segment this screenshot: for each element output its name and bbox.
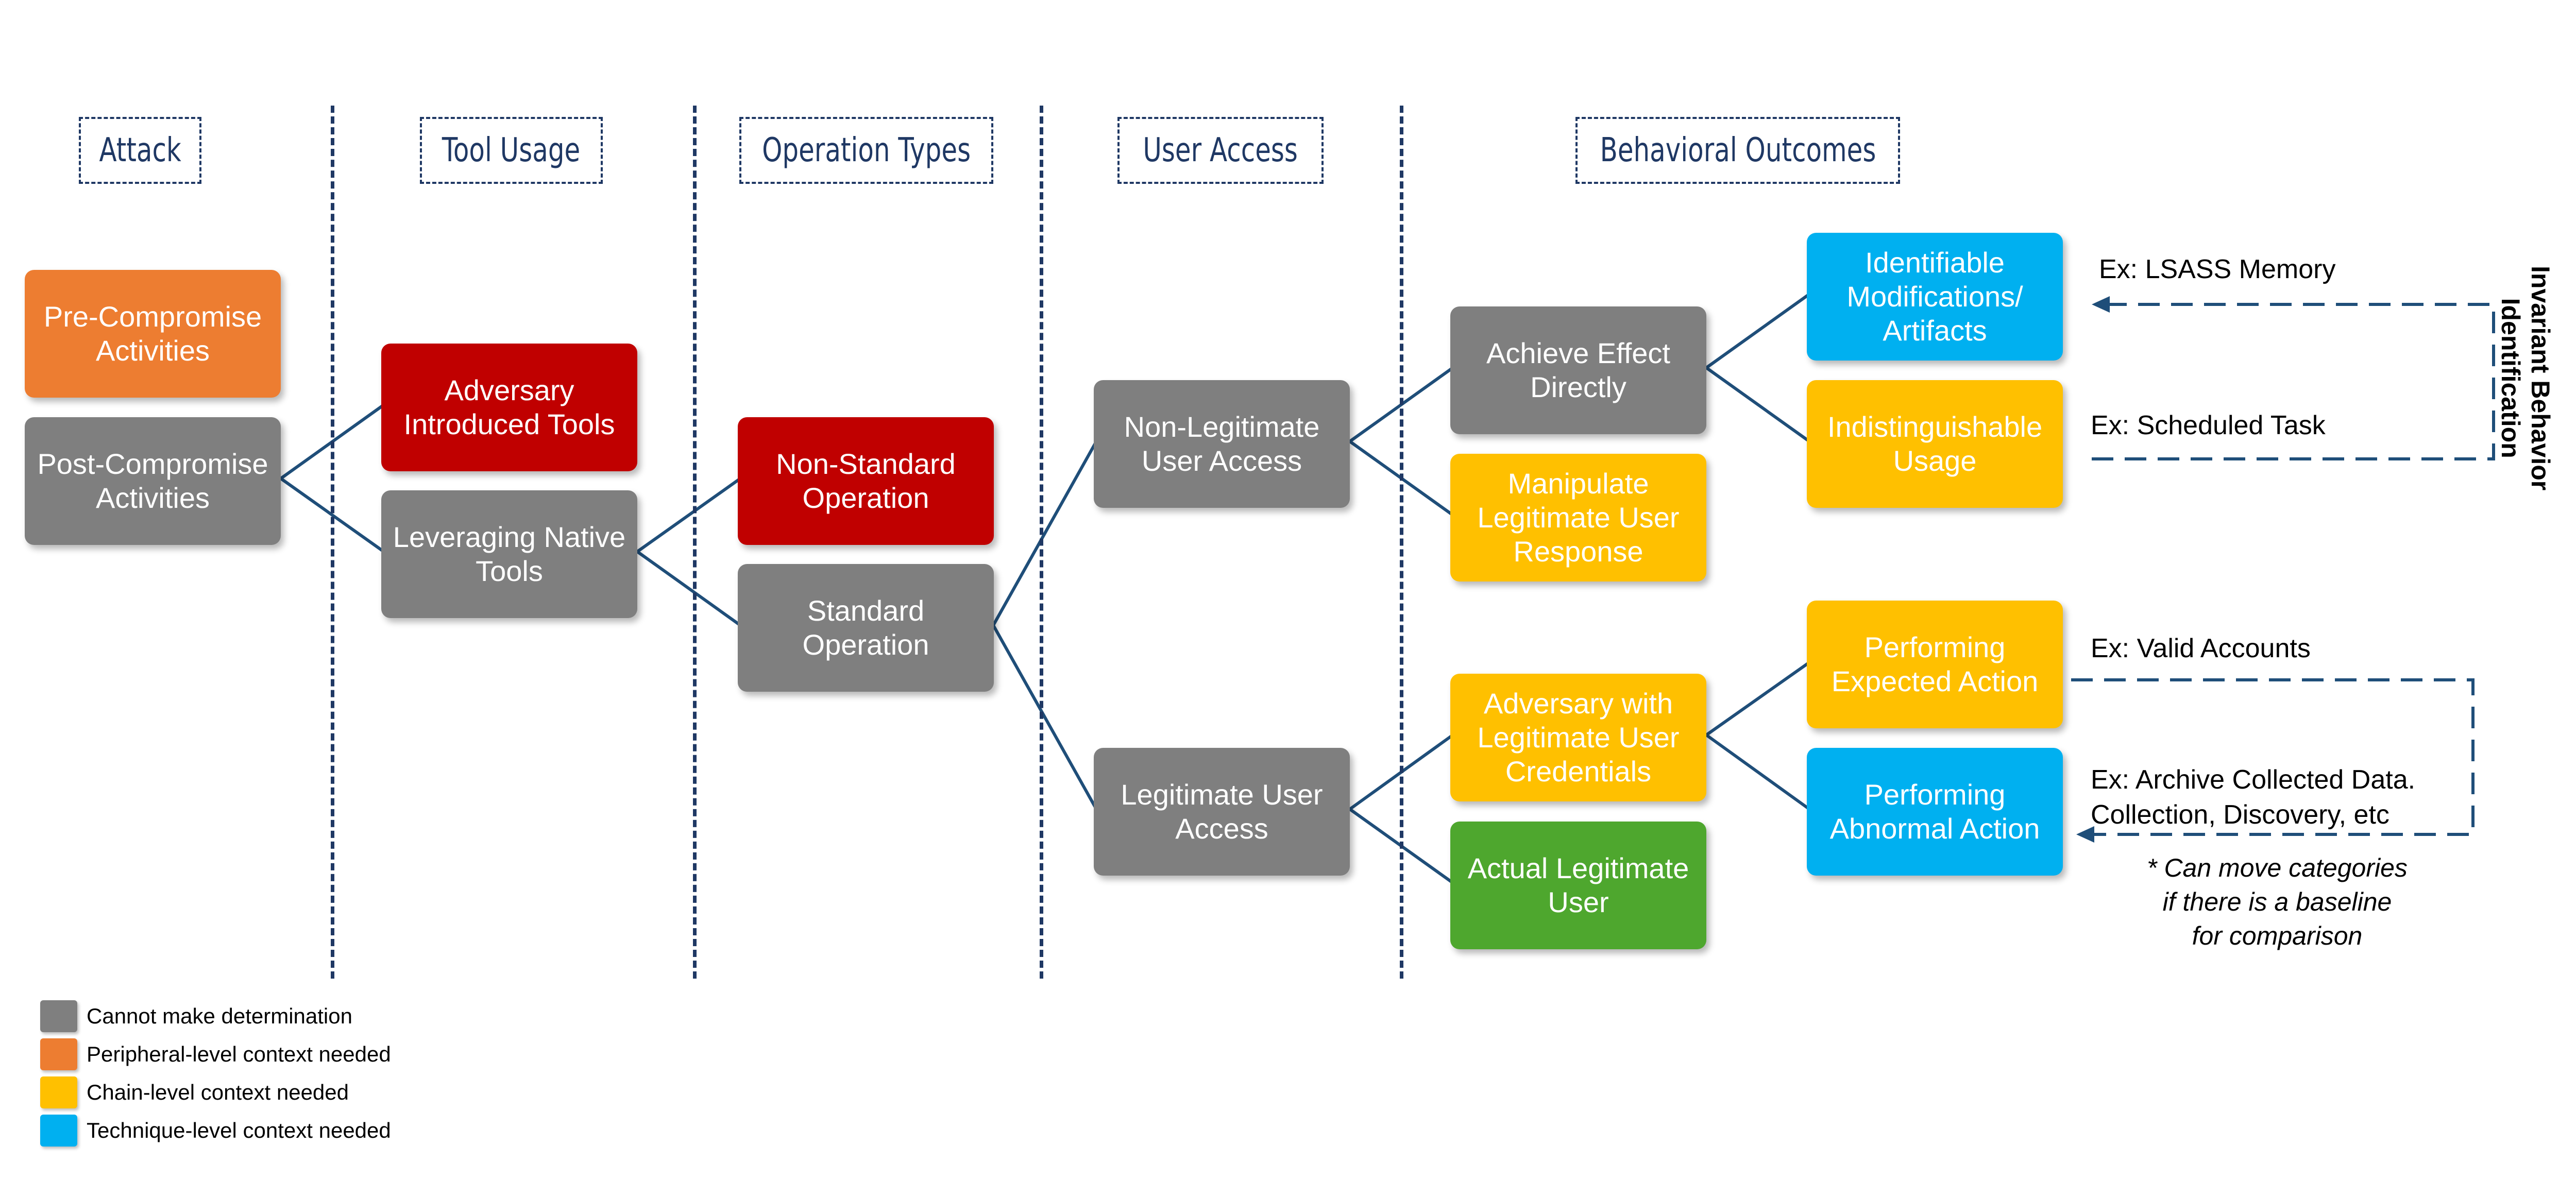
node-identifiable-modifications: Identifiable Modifications/ Artifacts [1807, 233, 2063, 361]
baseline-note-line2: if there is a baseline [2162, 887, 2392, 916]
legend-swatch [40, 1000, 77, 1032]
column-divider [331, 106, 334, 979]
column-divider [1400, 106, 1403, 979]
node-adversary-with-credentials: Adversary with Legitimate User Credentia… [1450, 674, 1706, 801]
baseline-note-line1: * Can move categories [2147, 853, 2408, 882]
header-behavioral-outcomes: Behavioral Outcomes [1575, 117, 1900, 184]
legend-swatch [40, 1115, 77, 1147]
legend-label: Chain-level context needed [87, 1080, 349, 1104]
connector [1705, 661, 1810, 737]
example-valid-accounts: Ex: Valid Accounts [2091, 634, 2311, 663]
invariant-behavior-line2: Identification [2496, 298, 2525, 458]
node-adversary-introduced-tools: Adversary Introduced Tools [381, 344, 637, 471]
connector [1705, 366, 1810, 443]
header-user-access: User Access [1117, 117, 1324, 184]
connector [992, 440, 1098, 626]
legend-label: Peripheral-level context needed [87, 1042, 391, 1066]
node-pre-compromise: Pre-Compromise Activities [25, 270, 281, 398]
invariant-behavior-line1: Invariant Behavior [2526, 266, 2555, 491]
node-achieve-effect-directly: Achieve Effect Directly [1450, 306, 1706, 434]
node-indistinguishable-usage: Indistinguishable Usage [1807, 380, 2063, 508]
connector [992, 624, 1098, 810]
node-leveraging-native-tools: Leveraging Native Tools [381, 490, 637, 618]
node-standard-operation: Standard Operation [738, 564, 994, 692]
header-operation-types: Operation Types [739, 117, 993, 184]
connector [636, 477, 741, 553]
legend-item-technique: Technique-level context needed [40, 1115, 391, 1147]
example-archive-line1: Ex: Archive Collected Data. [2091, 765, 2416, 795]
example-archive-collected-data: Ex: Archive Collected Data. Collection, … [2091, 762, 2415, 832]
node-performing-expected-action: Performing Expected Action [1807, 601, 2063, 728]
node-legitimate-user-access: Legitimate User Access [1094, 748, 1350, 876]
column-divider [693, 106, 697, 979]
node-non-legitimate-user-access: Non-Legitimate User Access [1094, 380, 1350, 508]
node-non-standard-operation: Non-Standard Operation [738, 417, 994, 545]
legend-swatch [40, 1038, 77, 1070]
node-manipulate-legitimate-user-response: Manipulate Legitimate User Response [1450, 454, 1706, 582]
connector [636, 550, 741, 627]
column-divider [1040, 106, 1043, 979]
example-archive-line2: Collection, Discovery, etc [2091, 800, 2389, 830]
arrowhead [2076, 826, 2094, 843]
invariant-behavior-label: Invariant Behavior Identification [2496, 266, 2555, 490]
baseline-note: * Can move categories if there is a base… [2102, 851, 2452, 953]
invariant-bracket-bottom [2071, 678, 2475, 836]
example-scheduled-task: Ex: Scheduled Task [2091, 411, 2326, 440]
legend-swatch [40, 1076, 77, 1108]
invariant-bracket-top [2092, 303, 2495, 460]
legend-item-peripheral: Peripheral-level context needed [40, 1038, 391, 1070]
connector [1705, 293, 1810, 369]
header-attack: Attack [79, 117, 201, 184]
node-performing-abnormal-action: Performing Abnormal Action [1807, 748, 2063, 876]
node-post-compromise: Post-Compromise Activities [25, 417, 281, 545]
legend-label: Technique-level context needed [87, 1118, 391, 1142]
legend-label: Cannot make determination [87, 1004, 352, 1028]
connector [1705, 733, 1810, 811]
baseline-note-line3: for comparison [2192, 921, 2363, 950]
legend-item-chain: Chain-level context needed [40, 1076, 349, 1108]
example-lsass-memory: Ex: LSASS Memory [2099, 254, 2336, 284]
node-actual-legitimate-user: Actual Legitimate User [1450, 822, 1706, 949]
legend-item-cannot-determine: Cannot make determination [40, 1000, 352, 1032]
header-tool-usage: Tool Usage [420, 117, 603, 184]
arrowhead [2092, 296, 2110, 313]
